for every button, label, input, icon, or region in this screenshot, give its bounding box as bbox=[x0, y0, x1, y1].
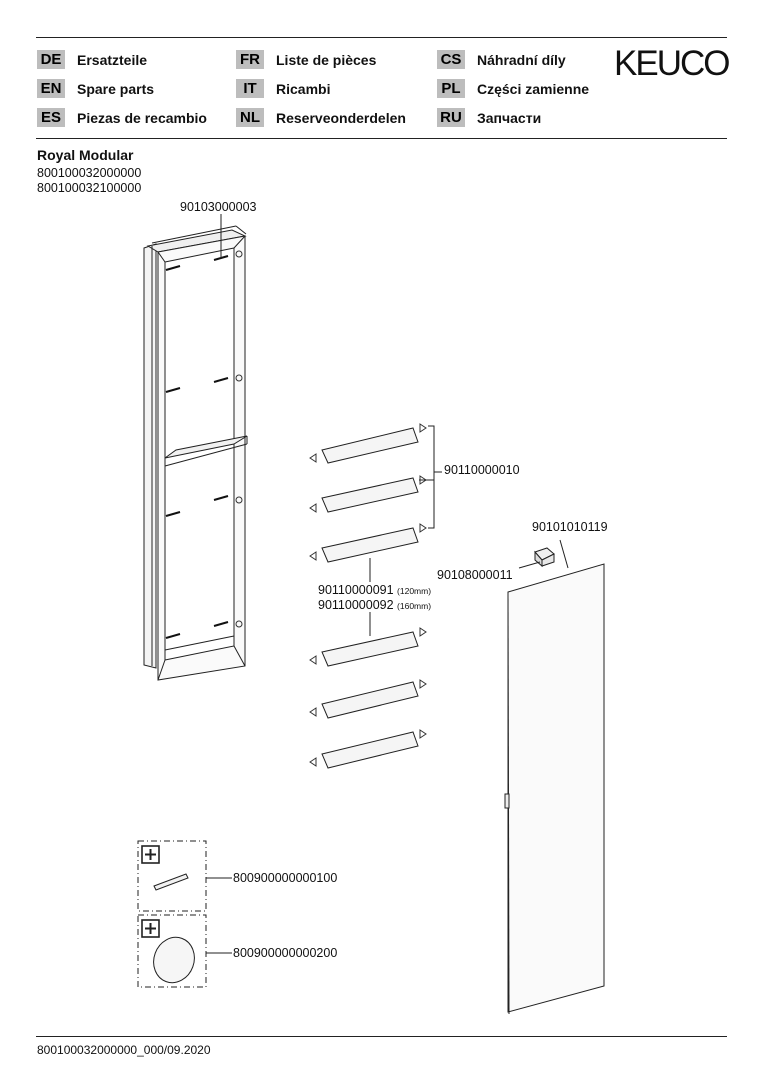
hinge-drawing bbox=[534, 547, 555, 568]
lang-label: Ersatzteile bbox=[77, 51, 148, 68]
accessory-boxes bbox=[137, 840, 207, 988]
plus-icon bbox=[141, 845, 160, 938]
part-number-shelf-120: 90110000091 (120mm) bbox=[318, 583, 431, 597]
lower-shelves bbox=[321, 631, 419, 769]
article-number: 800100032000000 bbox=[37, 166, 142, 180]
lang-label: Liste de pièces bbox=[276, 51, 377, 68]
lang-code: RU bbox=[437, 108, 465, 127]
lang-label: Części zamienne bbox=[477, 80, 590, 97]
part-number-hinge: 90108000011 bbox=[437, 568, 513, 582]
lang-code: CS bbox=[437, 50, 465, 69]
lang-en: EN Spare parts bbox=[37, 79, 154, 98]
lang-label: Náhradní díly bbox=[477, 51, 566, 68]
upper-shelves bbox=[321, 427, 419, 563]
lang-es: ES Piezas de recambio bbox=[37, 108, 207, 127]
part-number-shelf-clips: 90110000010 bbox=[444, 463, 520, 477]
lang-ru: RU Запчасти bbox=[437, 108, 541, 127]
part-number-accessory-1: 800900000000100 bbox=[233, 871, 338, 885]
lang-label: Запчасти bbox=[477, 109, 542, 126]
part-number-shelf-160: 90110000092 (160mm) bbox=[318, 598, 431, 612]
lang-code: NL bbox=[236, 108, 264, 127]
shelf-160-number: 90110000092 bbox=[318, 598, 394, 612]
part-number-accessory-2: 800900000000200 bbox=[233, 946, 338, 960]
shelf-160-size: (160mm) bbox=[397, 601, 432, 611]
lang-code: FR bbox=[236, 50, 264, 69]
lang-label: Ricambi bbox=[276, 80, 331, 97]
door-drawing bbox=[504, 563, 605, 1015]
lang-code: PL bbox=[437, 79, 465, 98]
part-number-door: 90101010119 bbox=[532, 520, 608, 534]
lang-label: Piezas de recambio bbox=[77, 109, 207, 126]
header-bottom-rule bbox=[36, 138, 727, 139]
lang-it: IT Ricambi bbox=[236, 79, 330, 98]
lang-fr: FR Liste de pièces bbox=[236, 50, 376, 69]
lang-label: Reserveonderdelen bbox=[276, 109, 406, 126]
brand-logo: KEUCO bbox=[614, 44, 730, 83]
product-title: Royal Modular bbox=[37, 147, 134, 163]
part-number-cabinet: 90103000003 bbox=[180, 200, 257, 214]
lang-pl: PL Części zamienne bbox=[437, 79, 589, 98]
lang-cs: CS Náhradní díly bbox=[437, 50, 566, 69]
lang-code: EN bbox=[37, 79, 65, 98]
shelf-120-size: (120mm) bbox=[397, 586, 432, 596]
lang-de: DE Ersatzteile bbox=[37, 50, 147, 69]
lang-code: ES bbox=[37, 108, 65, 127]
lang-code: IT bbox=[236, 79, 264, 98]
document-footer: 800100032000000_000/09.2020 bbox=[37, 1043, 211, 1057]
lang-label: Spare parts bbox=[77, 80, 155, 97]
shelf-120-number: 90110000091 bbox=[318, 583, 394, 597]
cabinet-drawing bbox=[143, 225, 248, 681]
article-number: 800100032100000 bbox=[37, 181, 142, 195]
header-top-rule bbox=[36, 37, 727, 38]
lang-code: DE bbox=[37, 50, 65, 69]
lang-nl: NL Reserveonderdelen bbox=[236, 108, 406, 127]
footer-rule bbox=[36, 1036, 727, 1037]
